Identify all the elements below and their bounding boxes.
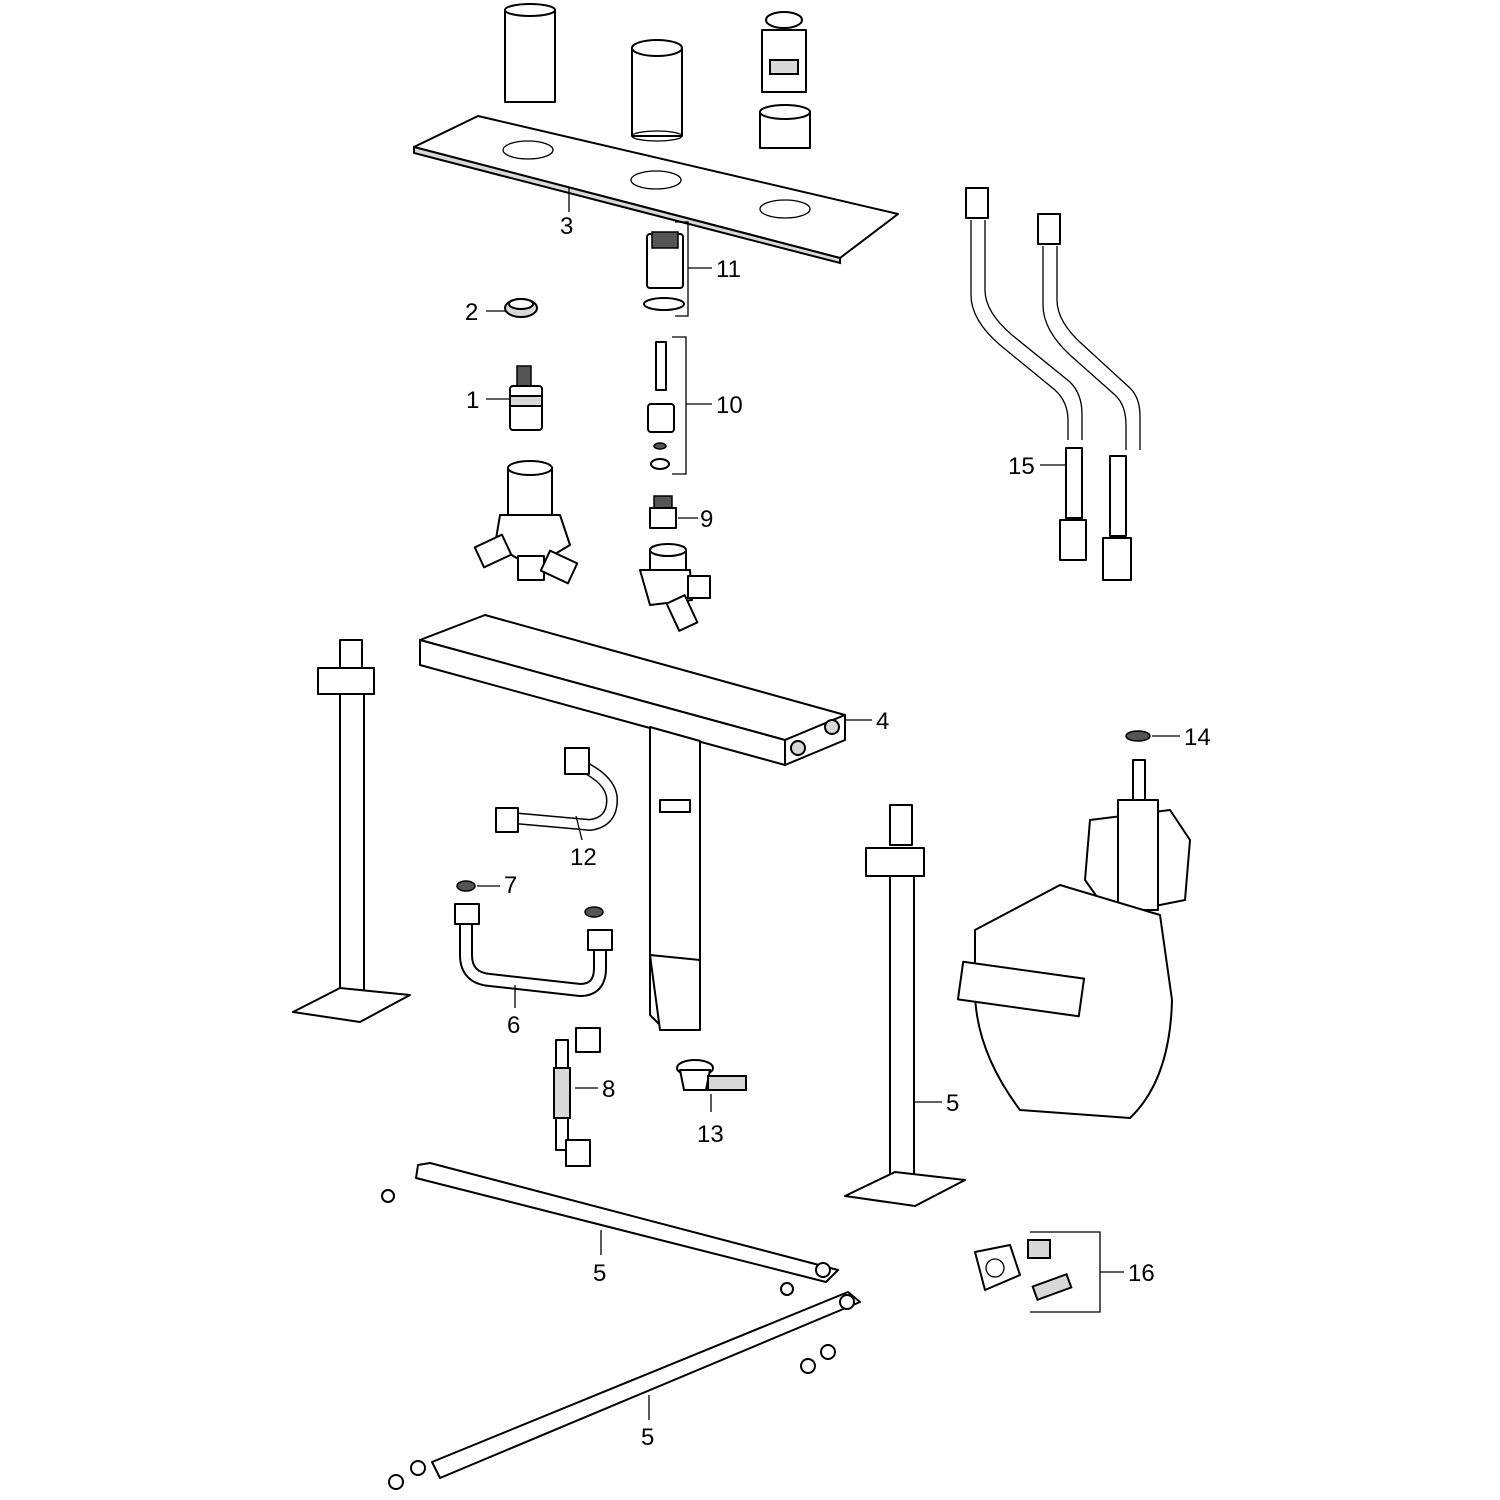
label-7: 7 [504,872,517,899]
label-6: 6 [507,1012,520,1039]
washers [456,880,604,918]
label-12: 12 [570,844,597,871]
connection-hoses [965,187,1141,581]
label-11: 11 [716,256,741,283]
u-pipe [454,903,613,998]
label-16: 16 [1128,1260,1155,1287]
check-valve [649,495,677,529]
cartridge [509,365,543,431]
cross-bar-lower [388,1291,861,1490]
cross-bar-upper [381,1162,839,1296]
cover-sleeve-left [504,3,556,103]
mounting-frame [419,614,846,1031]
label-3: 3 [560,213,573,240]
drain-box [956,759,1191,1119]
extension-piece [643,231,685,311]
cover-sleeve-middle [631,39,683,142]
cover-plate [413,115,899,265]
drain-outlet [676,1059,747,1091]
flexible-connector [553,1027,601,1167]
connection-pipe-bend [495,747,619,833]
fitting-set [974,1239,1073,1302]
spindle-set [647,341,675,470]
label-5-leg: 5 [946,1090,959,1117]
lock-nut [504,298,538,318]
label-5-bar-upper: 5 [593,1260,606,1287]
label-10: 10 [716,392,743,419]
label-2: 2 [465,299,478,326]
label-14: 14 [1184,724,1211,751]
label-9: 9 [700,506,713,533]
cover-cap-right [759,11,811,149]
label-1: 1 [466,387,479,414]
support-leg-right [844,804,966,1207]
label-5-bar-lower: 5 [641,1424,654,1451]
label-8: 8 [602,1076,615,1103]
clip [1125,730,1151,742]
label-4: 4 [876,708,889,735]
label-13: 13 [697,1121,724,1148]
label-15: 15 [1008,453,1035,480]
support-leg-left [292,639,411,1023]
mixing-valve-body [473,460,579,585]
single-valve-body [639,543,711,632]
